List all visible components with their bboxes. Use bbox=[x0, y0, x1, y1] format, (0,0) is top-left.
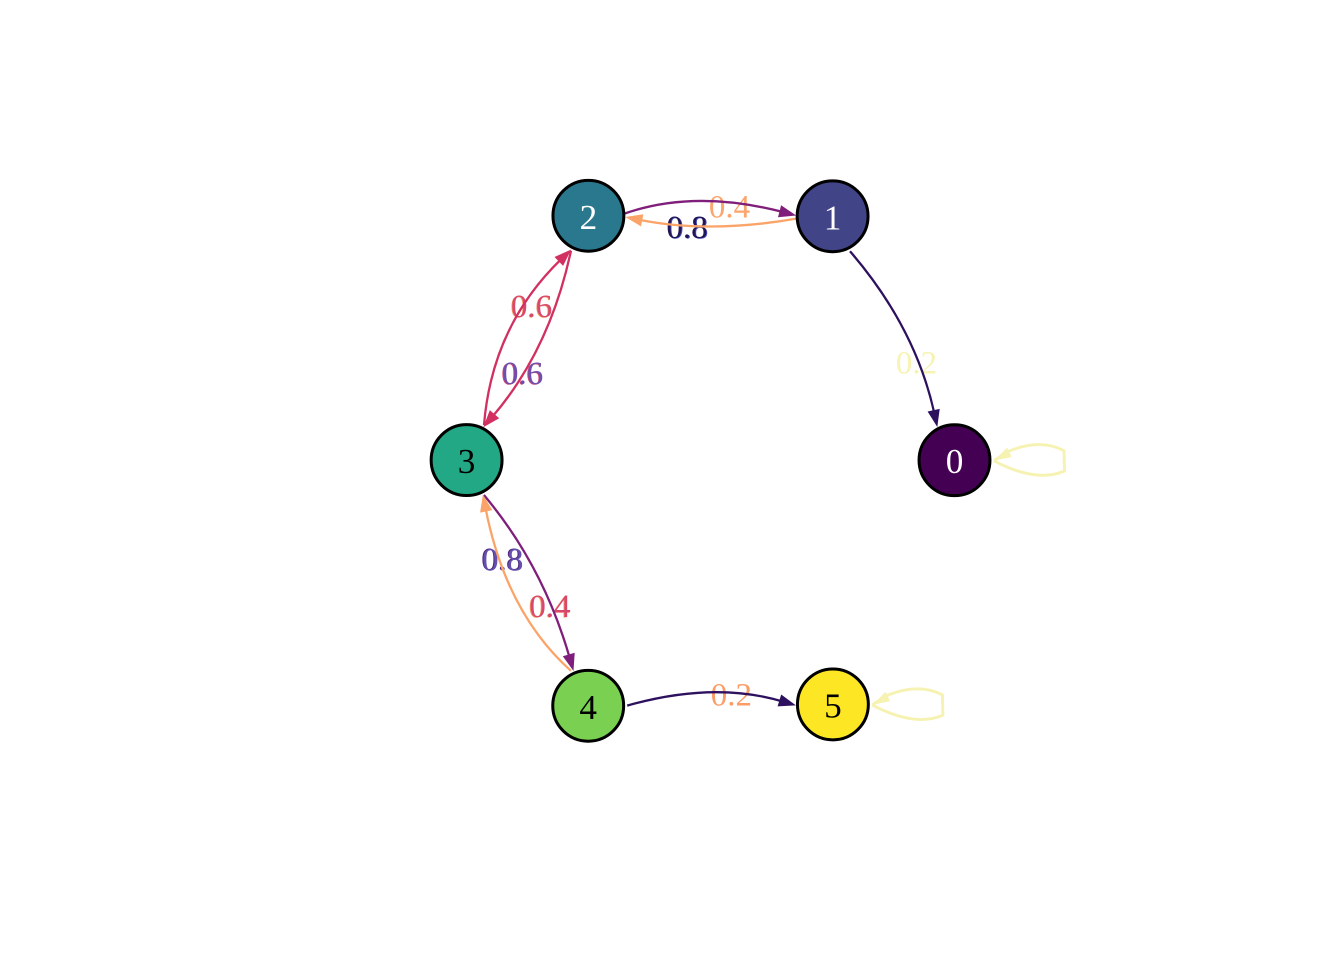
svg-text:5: 5 bbox=[824, 686, 842, 725]
svg-text:0.2: 0.2 bbox=[711, 678, 752, 714]
svg-text:0.8: 0.8 bbox=[482, 542, 523, 578]
svg-text:3: 3 bbox=[458, 442, 476, 481]
svg-text:4: 4 bbox=[579, 688, 597, 727]
svg-text:0.4: 0.4 bbox=[709, 190, 750, 226]
svg-text:0.8: 0.8 bbox=[481, 542, 522, 578]
svg-text:0: 0 bbox=[946, 442, 964, 481]
svg-text:1: 1 bbox=[824, 198, 842, 237]
svg-text:2: 2 bbox=[580, 198, 598, 237]
svg-text:0.8: 0.8 bbox=[666, 210, 707, 246]
svg-text:0.8: 0.8 bbox=[667, 210, 708, 246]
svg-text:0.6: 0.6 bbox=[511, 289, 552, 325]
svg-text:0.4: 0.4 bbox=[529, 589, 570, 625]
svg-text:0.2: 0.2 bbox=[896, 346, 937, 382]
svg-text:0.4: 0.4 bbox=[528, 589, 569, 625]
